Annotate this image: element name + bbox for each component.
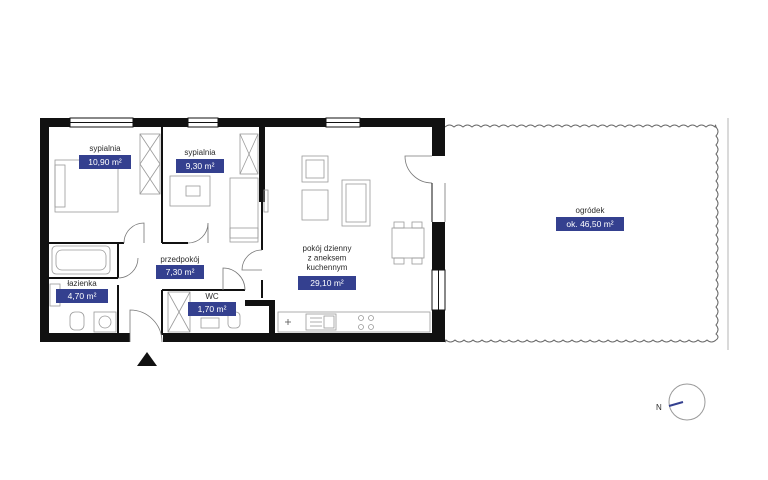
- kitchen-counter: [277, 311, 431, 333]
- door-swing: [123, 222, 145, 244]
- room-lazienka: łazienka 4,70 m²: [56, 279, 108, 303]
- garden-outline: [444, 124, 719, 343]
- door-swing: [117, 257, 139, 279]
- room-sypialnia-1: sypialnia 10,90 m²: [79, 144, 131, 169]
- compass-label: N: [656, 403, 662, 412]
- windows: [69, 117, 446, 311]
- room-name-label: sypialnia: [89, 144, 121, 153]
- door-swing: [241, 249, 263, 271]
- room-przedpokoj: przedpokój 7,30 m²: [156, 255, 204, 279]
- room-name-label: z aneksem: [308, 254, 347, 263]
- area-badge: [79, 155, 131, 169]
- room-name-label: kuchennym: [307, 263, 348, 272]
- area-value: 7,30 m²: [166, 267, 195, 277]
- area-badge: [556, 217, 624, 231]
- stove-burner: [358, 315, 364, 321]
- desk: [169, 175, 211, 207]
- area-badge: [176, 159, 224, 173]
- area-badge: [156, 265, 204, 279]
- room-ogrodek: ogródek ok. 46,50 m²: [556, 206, 624, 231]
- area-value: 4,70 m²: [68, 291, 97, 301]
- wardrobe: [139, 133, 161, 195]
- wardrobe: [239, 133, 259, 175]
- area-value: ok. 46,50 m²: [566, 219, 613, 229]
- area-badge: [56, 289, 108, 303]
- room-name-label: przedpokój: [160, 255, 199, 264]
- room-name-label: łazienka: [67, 279, 97, 288]
- room-name-label: sypialnia: [184, 148, 216, 157]
- room-name-label: WC: [205, 292, 219, 301]
- bed: [229, 177, 259, 243]
- furniture: [49, 133, 431, 333]
- door-swing: [129, 309, 163, 343]
- room-name-label: pokój dzienny: [303, 244, 352, 253]
- room-name-label: ogródek: [576, 206, 606, 215]
- room-wc: WC 1,70 m²: [188, 292, 236, 316]
- area-value: 10,90 m²: [88, 157, 122, 167]
- area-badge: [298, 276, 356, 290]
- coffee-table: [301, 189, 329, 221]
- armchair: [301, 155, 329, 183]
- washing-machine: [93, 311, 117, 333]
- sofa: [341, 179, 371, 227]
- compass: N: [656, 383, 706, 421]
- room-sypialnia-2: sypialnia 9,30 m²: [176, 148, 224, 173]
- dining-table: [391, 227, 425, 259]
- garden-area: [444, 118, 729, 350]
- compass-needle: [668, 401, 684, 407]
- room-labels: sypialnia 10,90 m² sypialnia 9,30 m² pokój d…: [56, 144, 624, 316]
- door-swing: [222, 267, 246, 291]
- bathtub: [51, 245, 111, 275]
- area-value: 29,10 m²: [310, 278, 344, 288]
- wc-basin: [200, 317, 220, 329]
- area-value: 1,70 m²: [198, 304, 227, 314]
- door-swing: [404, 155, 433, 184]
- area-value: 9,30 m²: [186, 161, 215, 171]
- doors: [117, 155, 446, 343]
- entrance-arrow-icon: [137, 352, 157, 366]
- compass-icon: [668, 383, 706, 421]
- toilet: [69, 311, 85, 331]
- interior-walls: [48, 127, 263, 335]
- area-badge: [188, 302, 236, 316]
- door-swing: [187, 222, 209, 244]
- kitchen-sink: [305, 313, 337, 331]
- exterior-walls: [40, 118, 445, 342]
